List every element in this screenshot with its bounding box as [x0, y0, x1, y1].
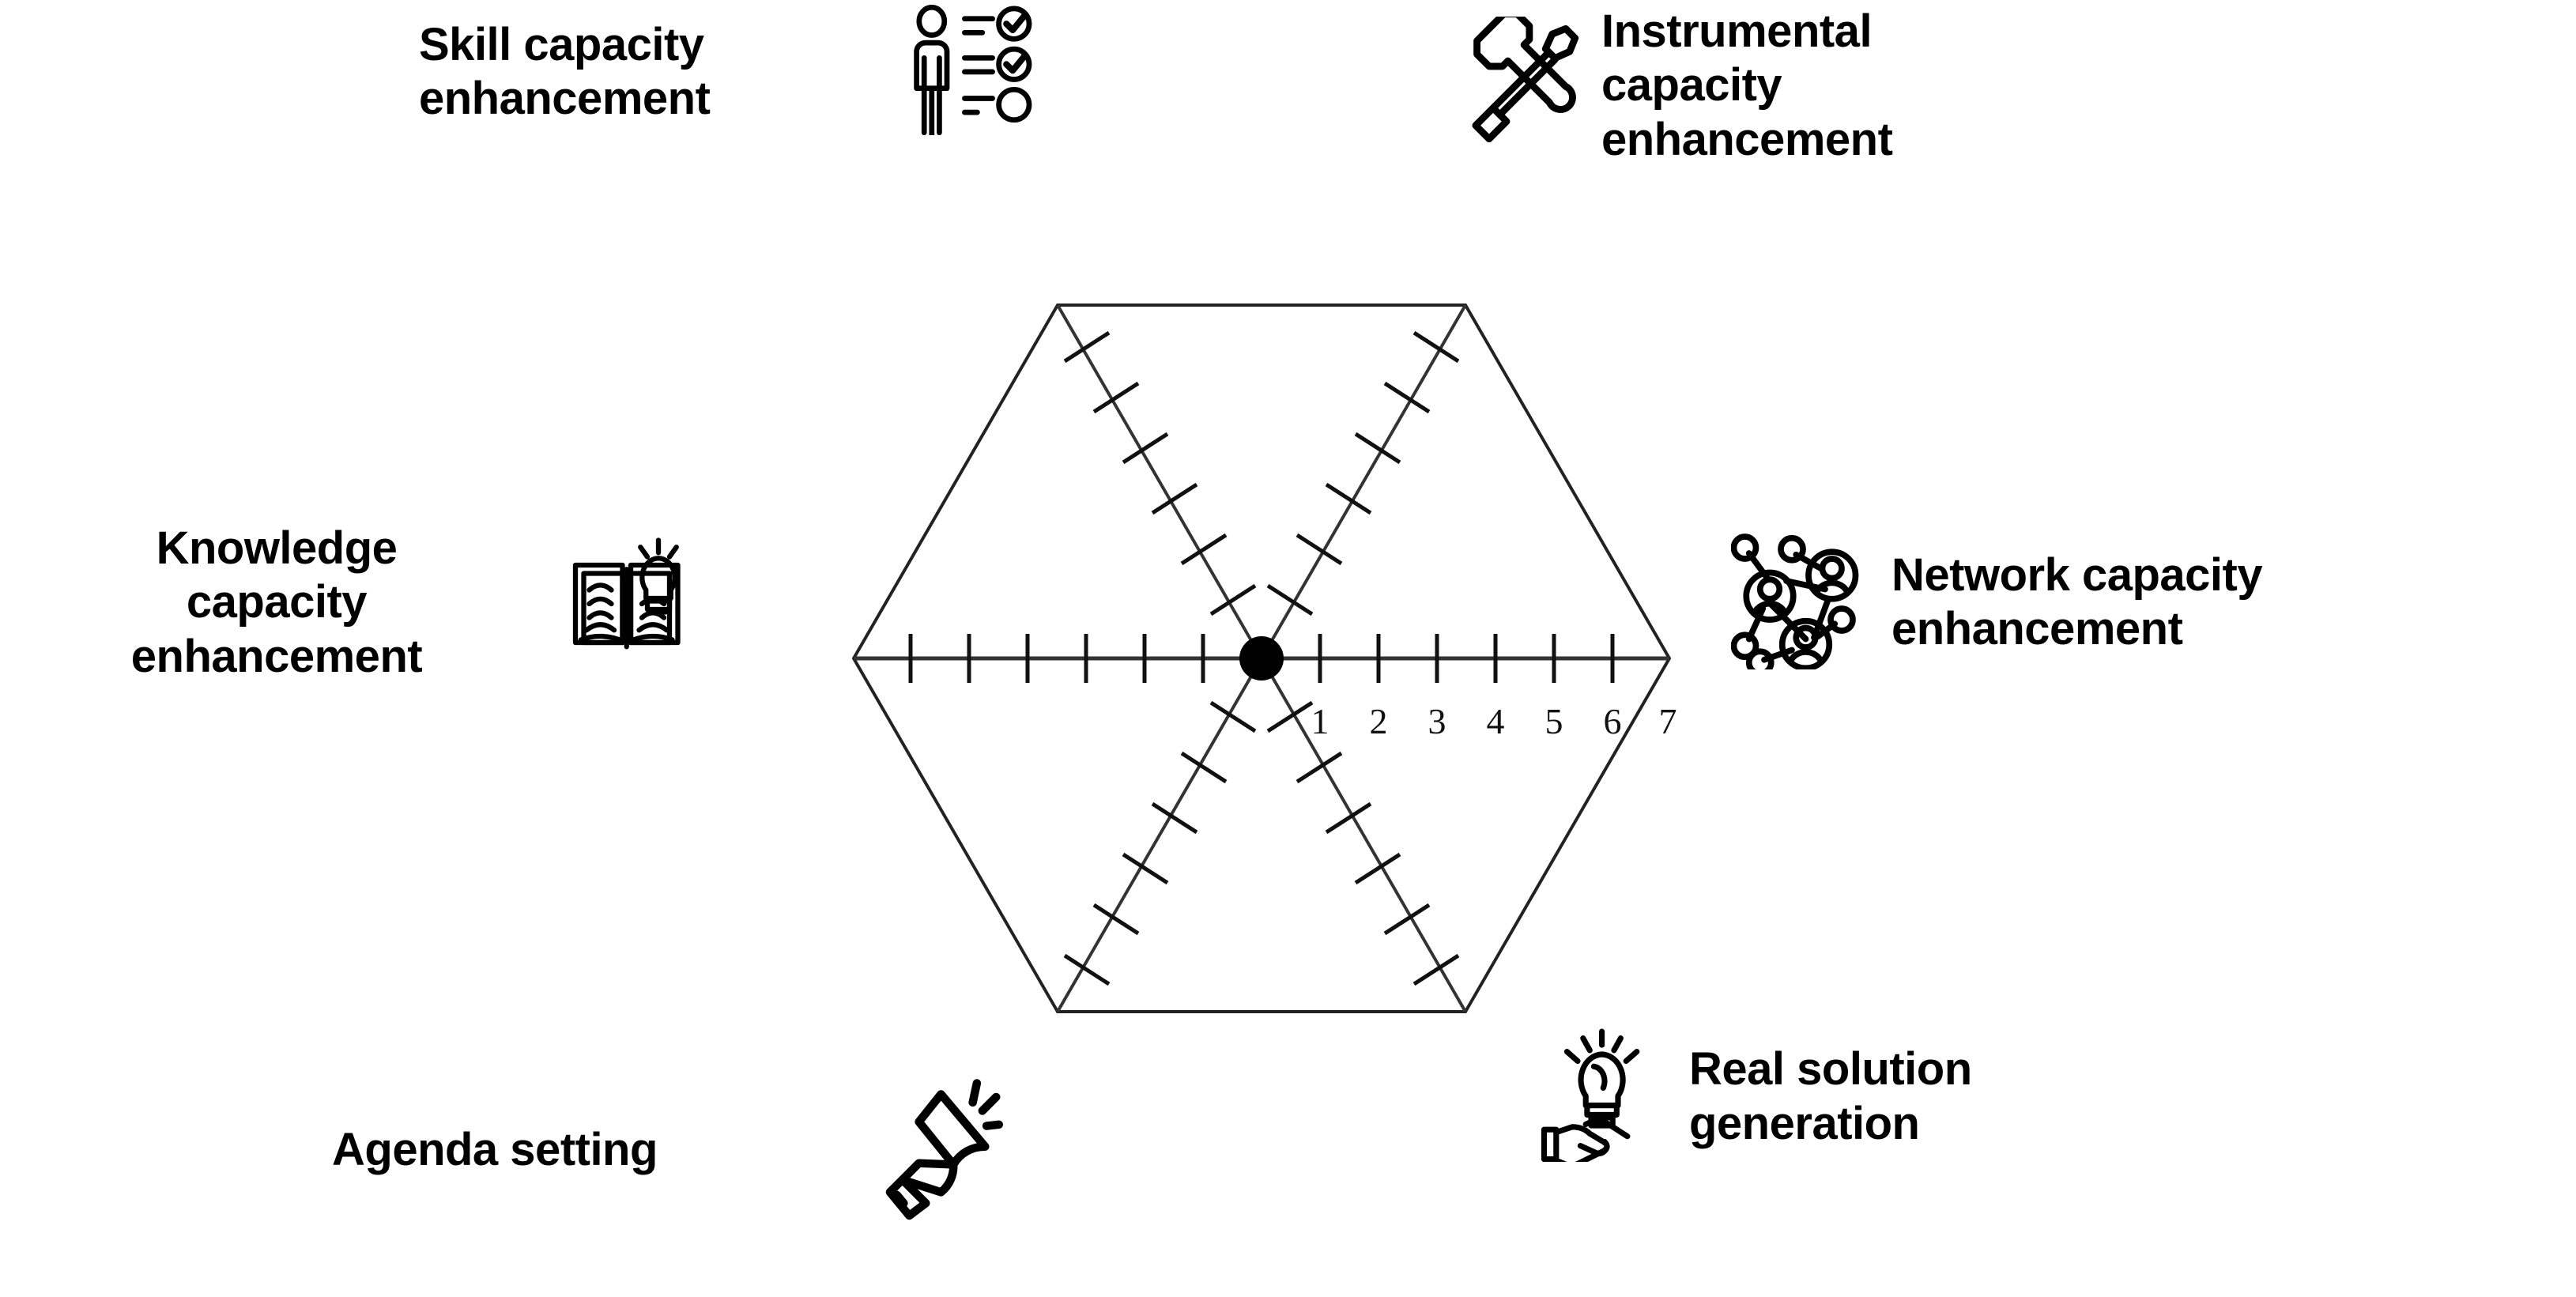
axis-tick-labels: 1 2 3 4 5 6 7: [1311, 701, 1677, 741]
person-checklist-icon: [909, 4, 1035, 139]
wrench-screwdriver-icon: [1453, 10, 1587, 155]
tick-label-4: 4: [1487, 701, 1505, 741]
label-skill-capacity-text: Skill capacity enhancement: [419, 18, 711, 124]
label-knowledge-capacity: Knowledge capacity enhancement: [16, 522, 703, 684]
ticks-axis-left: [908, 634, 1205, 683]
label-skill-capacity: Skill capacity enhancement: [419, 4, 1035, 139]
tick-label-3: 3: [1428, 701, 1446, 741]
tick-label-2: 2: [1370, 701, 1388, 741]
axis-upper-right: [1260, 304, 1467, 659]
tick-label-1: 1: [1311, 701, 1329, 741]
book-lightbulb-icon: [564, 532, 703, 674]
label-network-capacity: Network capacity enhancement: [1730, 531, 2476, 677]
label-agenda-setting-text: Agenda setting: [332, 1123, 658, 1175]
label-real-solution: Real solution generation: [1537, 1027, 2163, 1168]
tick-label-6: 6: [1604, 701, 1622, 741]
label-knowledge-capacity-text: Knowledge capacity enhancement: [130, 522, 423, 682]
ticks-axis-lower-right: [1266, 700, 1460, 986]
axis-lower-left: [1056, 658, 1263, 1012]
megaphone-icon: [866, 1075, 1005, 1225]
radar-axes-diagonal: [1056, 304, 1467, 1012]
axis-upper-left: [1056, 304, 1263, 659]
label-real-solution-text: Real solution generation: [1689, 1043, 1972, 1149]
ticks-axis-upper-left: [1063, 330, 1257, 616]
axis-lower-right: [1260, 658, 1467, 1012]
hand-lightbulb-icon: [1537, 1027, 1672, 1168]
label-instrumental-capacity: Instrumental capacity enhancement: [1453, 5, 2107, 167]
label-agenda-setting: Agenda setting: [332, 1075, 1005, 1225]
ticks-axis-lower-left: [1063, 700, 1257, 986]
ticks-axis-upper-right: [1266, 330, 1460, 616]
tick-label-7: 7: [1659, 701, 1677, 741]
label-instrumental-capacity-text: Instrumental capacity enhancement: [1601, 6, 1893, 165]
tick-label-5: 5: [1545, 701, 1563, 741]
hexagon-radar-chart: 1 2 3 4 5 6 7: [814, 261, 1715, 1059]
center-dot: [1239, 636, 1284, 681]
network-people-icon: [1730, 531, 1869, 677]
ticks-axis-right: [1318, 634, 1615, 683]
label-network-capacity-text: Network capacity enhancement: [1891, 549, 2263, 654]
